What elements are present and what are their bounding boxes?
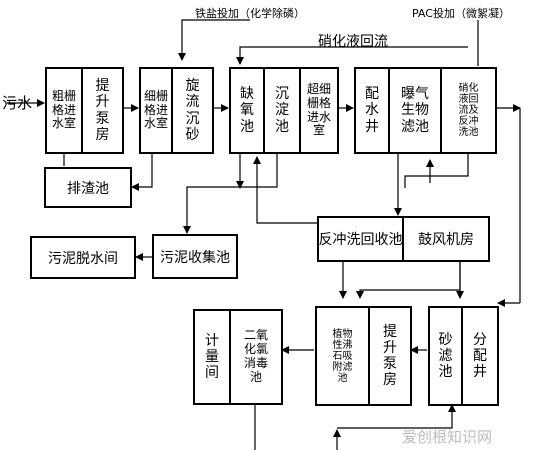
unit-blower-room: 鼓风机房 [418, 232, 474, 248]
box-coarse-screen-pump: 粗栅 格进 水室 提 升 泵 房 [45, 67, 124, 154]
box-sludge-dewatering: 污泥脱水间 [30, 236, 136, 279]
unit-fine-screen: 细栅 格进 水室 [143, 88, 168, 131]
chem-dosing-label: 铁盐投加（化学除磷） [195, 7, 305, 20]
box-sludge-collection: 污泥收集池 [152, 234, 238, 279]
unit-slag-tank: 排渣池 [67, 180, 109, 197]
unit-settling-tank: 沉 淀 池 [275, 86, 289, 135]
line-fine-to-slag [131, 153, 153, 191]
unit-coarse-screen: 粗栅 格进 水室 [51, 88, 76, 131]
unit-nitrification-backwash: 硝化 液回 流及 反冲 洗池 [458, 83, 479, 138]
pac-dosing-label: PAC投加（微絮凝） [412, 7, 510, 20]
box-slag-tank: 排渣池 [44, 167, 132, 208]
unit-distribution-well: 配 水 井 [365, 86, 379, 135]
unit-sand-filter: 砂 滤 池 [438, 331, 453, 381]
line-bottom-feed-2 [337, 404, 456, 429]
box-fine-screen-grit: 细栅 格进 水室 旋 流 沉 砂 [139, 67, 214, 154]
box-biofilter-group: 配 水 井 曝气 生物 滤池 硝化 液回 流及 反冲 洗池 [354, 67, 497, 154]
line-recovery-to-settling [253, 156, 317, 224]
box-zeolite-pump: 植物 性沸 石吸 附滤 池 提 升 泵 房 [315, 306, 412, 406]
unit-distribution-well-2: 分 配 井 [473, 331, 487, 381]
unit-lift-pump-2: 提 升 泵 房 [383, 323, 397, 389]
inflow-label: 污水 [2, 94, 33, 112]
unit-metering-room: 计 量 间 [205, 332, 219, 382]
unit-lift-pump-1: 提 升 泵 房 [95, 78, 110, 143]
line-backwash-to-recovery [404, 153, 469, 188]
line-settling-to-sludge [183, 153, 278, 234]
unit-sludge-dewatering: 污泥脱水间 [48, 250, 118, 267]
unit-aerated-biofilter: 曝气 生物 滤池 [401, 86, 429, 135]
box-metering-disinfection: 计 量 间 二氧 化氯 消毒 池 [193, 309, 283, 405]
unit-sludge-collection: 污泥收集池 [160, 249, 230, 266]
nitrate-return-label: 硝化液回流 [318, 34, 388, 50]
line-nitrate-return [236, 46, 468, 65]
unit-anoxic-tank: 缺 氧 池 [240, 86, 254, 135]
box-anoxic-settling-ultrafine: 缺 氧 池 沉 淀 池 超细 栅格 进水 室 [229, 67, 339, 154]
line-chem-dosing [178, 19, 250, 61]
unit-zeolite-filter: 植物 性沸 石吸 附滤 池 [332, 328, 353, 384]
unit-ultrafine-screen: 超细 栅格 进水 室 [306, 81, 331, 138]
box-sand-distribution: 砂 滤 池 分 配 井 [428, 306, 499, 406]
unit-chlorine-dioxide-disinfection: 二氧 化氯 消毒 池 [243, 328, 268, 384]
unit-backwash-recovery: 反冲洗回收池 [318, 232, 403, 248]
unit-cyclone-grit: 旋 流 沉 砂 [185, 78, 200, 143]
box-recovery-blower: 反冲洗回收池 鼓风机房 [317, 216, 490, 262]
watermark: 爱创根知识网 [402, 428, 493, 446]
